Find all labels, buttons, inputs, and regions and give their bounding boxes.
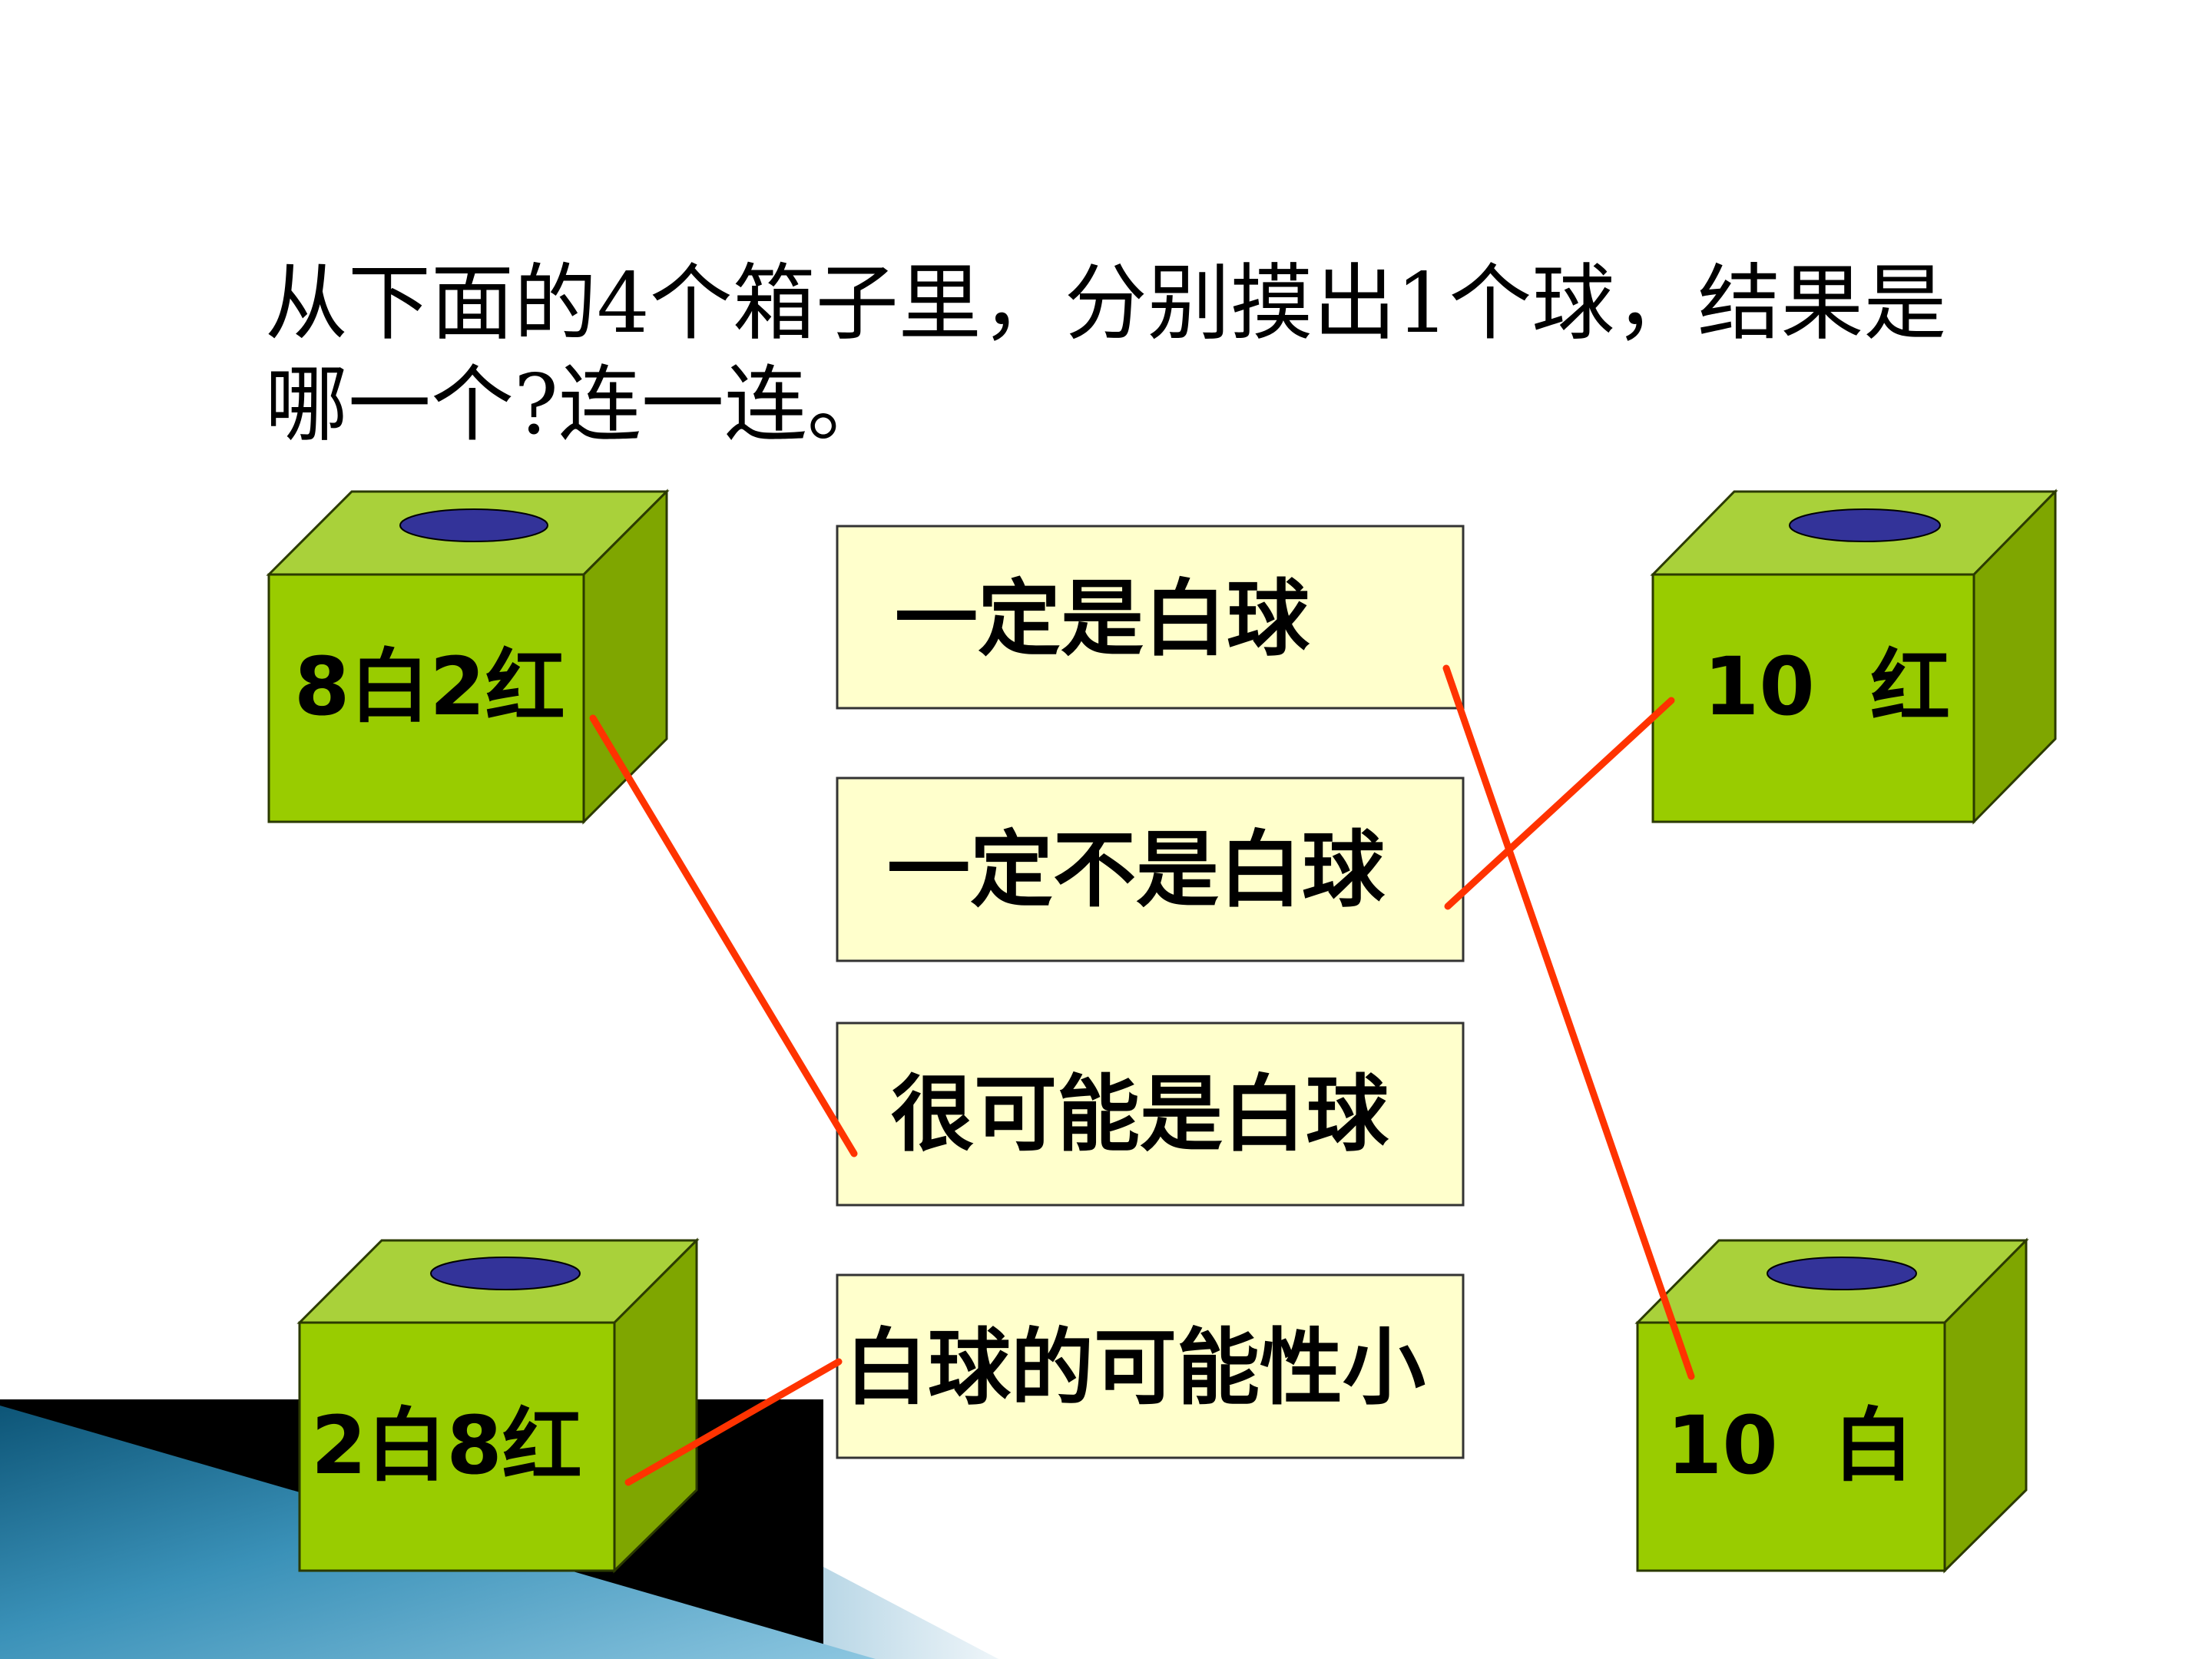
box-front-face: [298, 1321, 616, 1572]
box-front-face: [267, 573, 585, 823]
banner-light-stripe: [823, 1567, 998, 1659]
box-label: 8白2红: [294, 640, 565, 733]
option-box: [836, 525, 1465, 710]
box-front-face: [1651, 573, 1975, 823]
box-label: 10 白: [1667, 1399, 1913, 1492]
box-hole: [1789, 508, 1941, 542]
option-box: [836, 1022, 1465, 1207]
option-label: 一定是白球: [895, 571, 1310, 667]
question-text: 从下面的4个箱子里，分别摸出1个球，结果是 哪一个?连一连。: [265, 253, 2032, 456]
option-never-white[interactable]: 一定不是白球: [836, 777, 1465, 962]
connection-line[interactable]: [1442, 664, 1695, 1380]
connection-line[interactable]: [589, 714, 858, 1157]
option-label: 白球的可能性小: [845, 1320, 1426, 1416]
option-label: 很可能是白球: [891, 1067, 1389, 1163]
box-10-red: 10 红: [1650, 488, 2058, 825]
box-label: 10 红: [1704, 640, 1950, 733]
box-label: 2白8红: [311, 1399, 582, 1492]
option-box: [836, 1273, 1465, 1459]
box-hole: [1767, 1257, 1917, 1290]
option-label: 一定不是白球: [887, 823, 1386, 919]
question-line-2: 哪一个?连一连。: [265, 357, 890, 453]
question-line-1: 从下面的4个箱子里，分别摸出1个球，结果是: [265, 256, 1947, 352]
connection-line[interactable]: [1444, 697, 1675, 910]
box-8white-2red: 8白2红: [266, 488, 670, 825]
box-2white-8red: 2白8红: [296, 1237, 700, 1574]
connection-line[interactable]: [624, 1358, 843, 1486]
connection-lines: [589, 664, 1695, 1486]
box-hole: [399, 508, 548, 542]
option-unlikely-white[interactable]: 白球的可能性小: [836, 1273, 1465, 1459]
option-box: [836, 777, 1465, 962]
box-10-white: 10 白: [1634, 1237, 2029, 1574]
option-probably-white[interactable]: 很可能是白球: [836, 1022, 1465, 1207]
option-always-white[interactable]: 一定是白球: [836, 525, 1465, 710]
box-hole: [430, 1257, 581, 1290]
